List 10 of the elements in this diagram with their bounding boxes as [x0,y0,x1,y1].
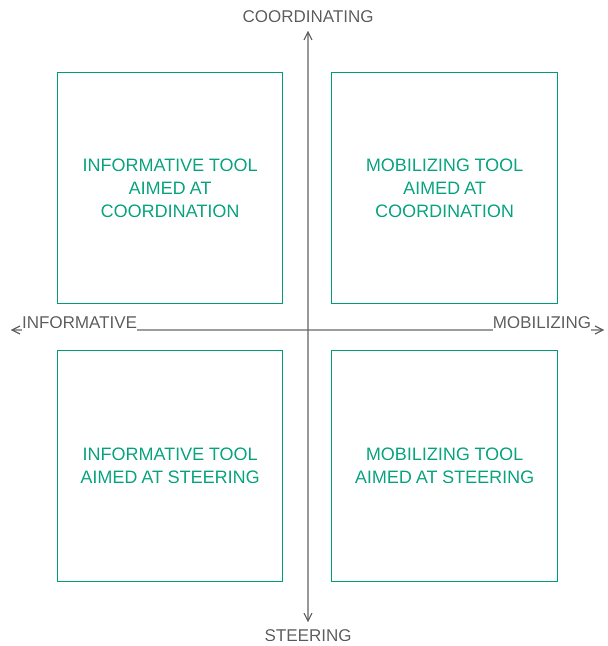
quadrant-box [57,350,283,582]
quadrant-text: MOBILIZING TOOL AIMED AT STEERING [354,443,536,489]
quadrant-text: INFORMATIVE TOOL AIMED AT STEERING [79,443,261,489]
axis-label: MOBILIZING [492,313,591,333]
quadrant-box [331,350,558,582]
axis-label: INFORMATIVE [22,313,137,333]
quadrant-text: MOBILIZING TOOL AIMED AT COORDINATION [364,154,524,222]
quadrant-box [57,72,283,304]
quadrant-text: INFORMATIVE TOOL AIMED AT COORDINATION [81,154,259,222]
quadrant-box [331,72,558,304]
